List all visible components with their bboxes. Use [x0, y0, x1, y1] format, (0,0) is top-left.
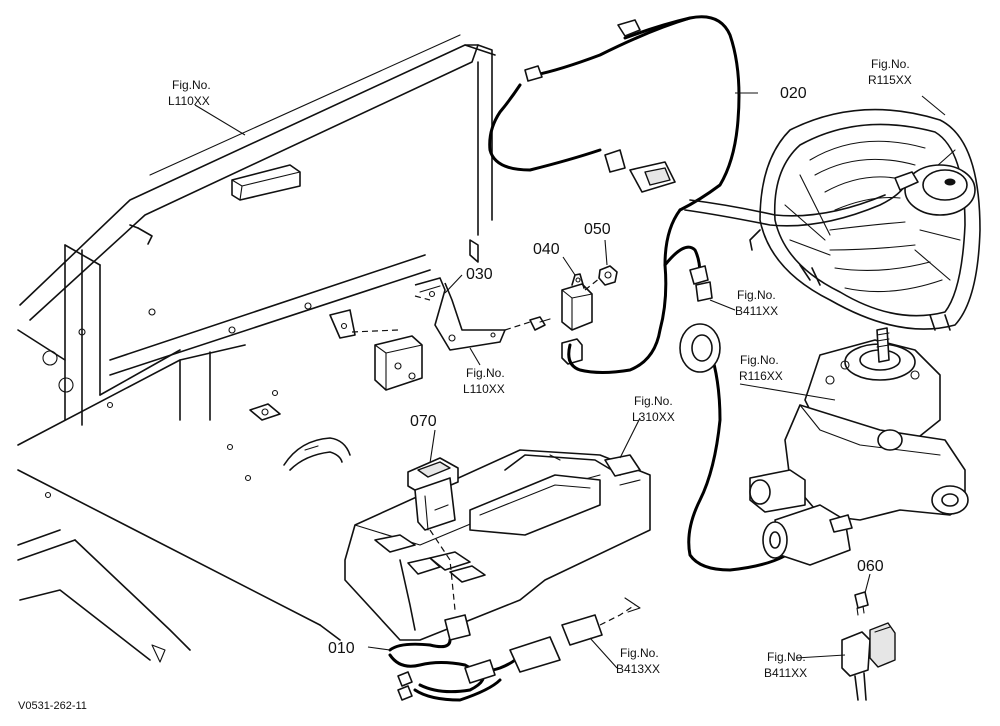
bracket-030 [414, 277, 551, 351]
fig-ref-r116xx-line1: Fig.No. [740, 353, 779, 367]
fig-ref-l110xx-top-line2: L110XX [168, 94, 210, 108]
connector-060 [841, 591, 896, 701]
nut-050 [598, 265, 618, 286]
fig-ref-l110xx-mid-line1: Fig.No. [466, 366, 505, 380]
drawing-code: V0531-262-11 [18, 700, 87, 712]
harness-010 [388, 597, 641, 702]
fig-ref-l110xx-mid-line2: L110XX [463, 382, 505, 396]
fig-ref-l110xx-top-line1: Fig.No. [172, 78, 211, 92]
part-number-010: 010 [328, 640, 355, 657]
fig-ref-r115xx-line2: R115XX [868, 73, 912, 87]
radiator-fan [749, 108, 981, 331]
console [344, 449, 651, 641]
fig-ref-b411xx-bottom-line1: Fig.No. [767, 650, 806, 664]
labels: Fig.No. L110XX Fig.No. R115XX Fig.No. B4… [18, 57, 912, 712]
fig-ref-r115xx-line1: Fig.No. [871, 57, 910, 71]
fig-ref-r116xx-line2: R116XX [739, 369, 783, 383]
leader-lines [194, 92, 946, 669]
fig-ref-b413xx-line2: B413XX [616, 662, 660, 676]
fig-ref-l310xx-line1: Fig.No. [634, 394, 673, 408]
part-number-020: 020 [780, 85, 807, 102]
fig-ref-b413xx-line1: Fig.No. [620, 646, 659, 660]
fig-ref-b411xx-right-line2: B411XX [735, 304, 778, 318]
switch-070 [407, 457, 459, 611]
part-number-070: 070 [410, 413, 437, 430]
fig-ref-b411xx-bottom-line2: B411XX [764, 666, 807, 680]
relay-040 [561, 273, 601, 365]
frame-structure [17, 34, 496, 663]
part-number-060: 060 [857, 558, 884, 575]
part-number-040: 040 [533, 241, 560, 258]
part-number-030: 030 [466, 266, 493, 283]
part-number-050: 050 [584, 221, 611, 238]
fig-ref-b411xx-right-line1: Fig.No. [737, 288, 776, 302]
hydraulic-pump [749, 327, 969, 566]
fig-ref-l310xx-line2: L310XX [632, 410, 675, 424]
